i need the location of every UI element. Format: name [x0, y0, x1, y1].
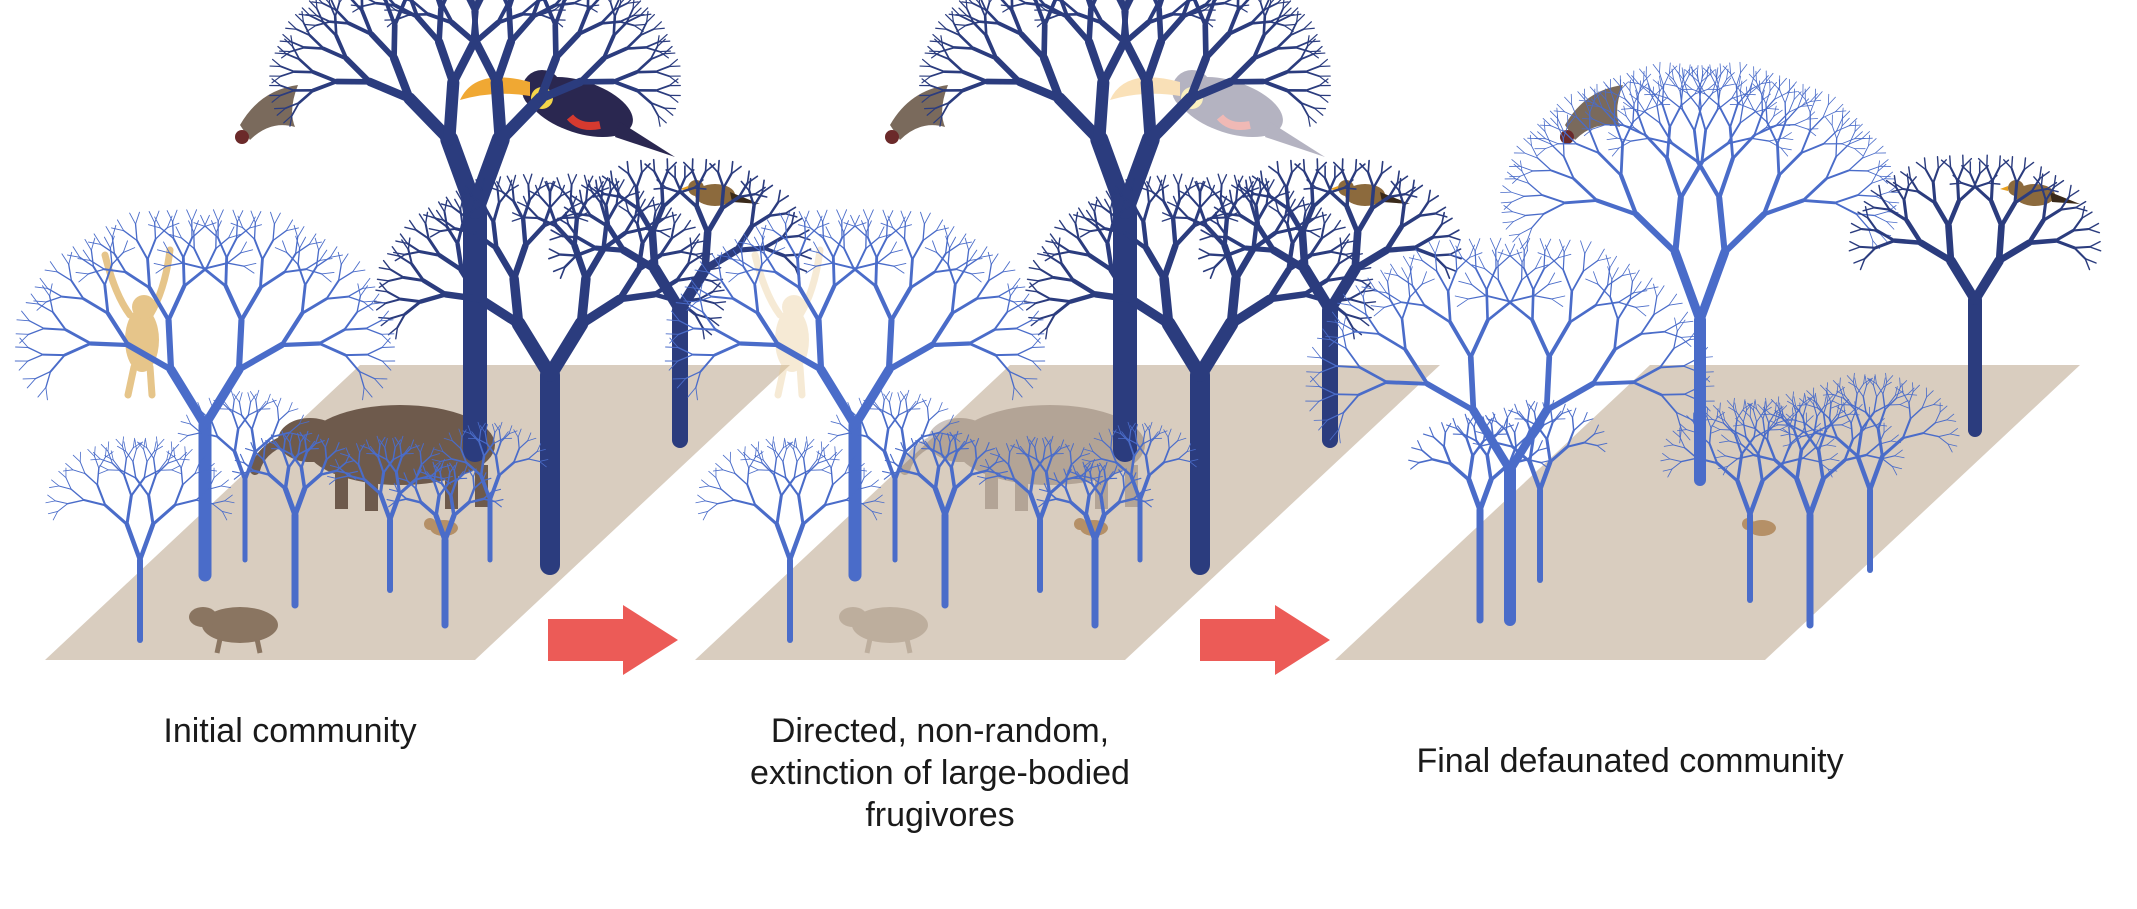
sapling: [827, 389, 963, 563]
arrow-icon: [548, 605, 678, 675]
sapling: [386, 461, 504, 629]
mid-tree: [664, 209, 1046, 582]
rodent-icon: [839, 607, 928, 654]
canopy-tree: [269, 0, 681, 462]
ground-plane-2: [695, 365, 1440, 660]
small-seeded-tree: [1472, 399, 1608, 583]
ground-plane-1: [45, 365, 790, 660]
canopy-tree: [919, 0, 1331, 462]
caption-final-defaunated-community: Final defaunated community: [1416, 742, 1844, 780]
understory-tree: [1780, 372, 1960, 573]
sapling: [177, 389, 313, 563]
sapling: [431, 421, 549, 563]
understory-tree: [45, 436, 235, 643]
emergent-tree: [548, 158, 812, 448]
emergent-tree: [1848, 154, 2102, 437]
toucan-icon: [1750, 65, 1965, 157]
understory-tree: [695, 436, 885, 643]
canopy-tree: [1500, 61, 1900, 486]
arrow-icon: [1200, 605, 1330, 675]
sapling: [882, 430, 1008, 609]
sapling: [232, 430, 358, 609]
bat-icon: [235, 85, 298, 144]
sapling: [1081, 421, 1199, 563]
large-tree: [373, 173, 727, 575]
mid-tree: [14, 209, 396, 582]
caption-directed-extinction: Directed, non-random, extinction of larg…: [750, 712, 1130, 834]
caption-initial-community: Initial community: [163, 712, 417, 750]
rodent-icon: [189, 607, 278, 654]
small-seeded-tree: [1408, 413, 1552, 624]
sapling: [977, 435, 1103, 593]
bat-icon: [885, 85, 948, 144]
